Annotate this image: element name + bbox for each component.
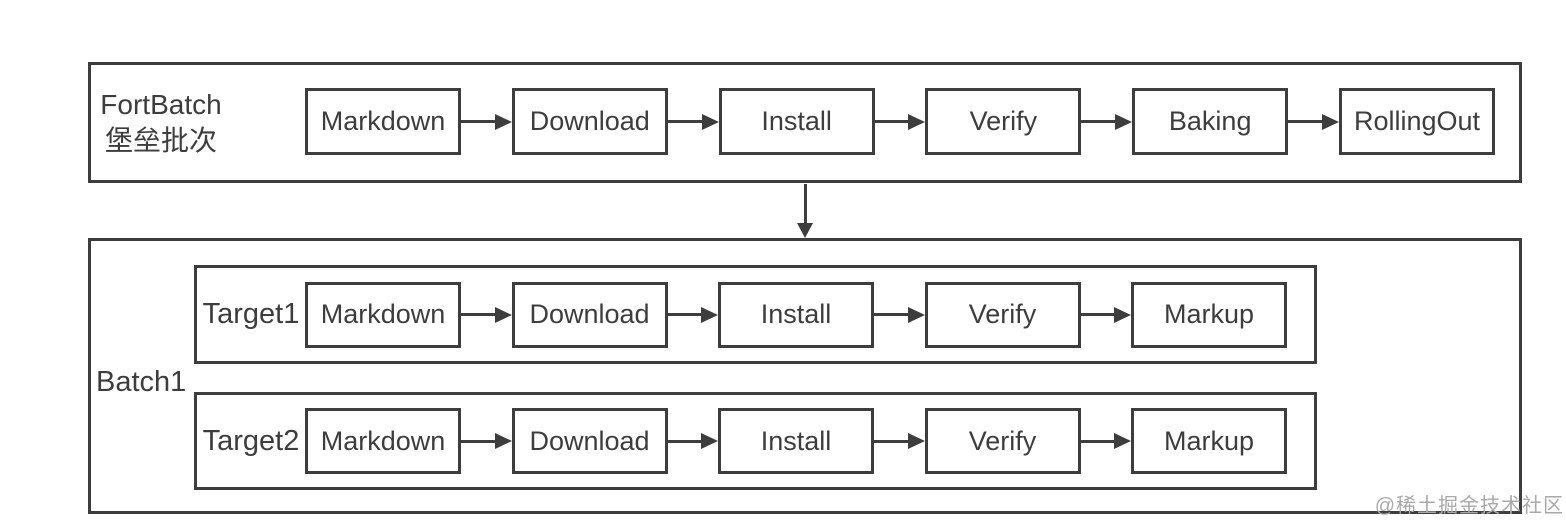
target2-pipeline: Markdown Download Install Verify Markup <box>305 408 1287 474</box>
fortbatch-label-zh: 堡垒批次 <box>104 125 217 156</box>
arrow-head <box>1114 433 1131 449</box>
target1-label: Target1 <box>202 298 300 330</box>
step-box-verify: Verify <box>925 88 1082 155</box>
target2-box: Target2 Markdown Download Install Verify… <box>194 392 1317 490</box>
arrow-right-icon <box>1080 408 1131 474</box>
fortbatch-pipeline: Markdown Download Install Verify Baking … <box>305 88 1495 155</box>
step-box-markup: Markup <box>1131 408 1287 474</box>
arrow-right-icon <box>1288 88 1339 155</box>
arrow-right-icon <box>874 282 925 348</box>
arrow-head <box>701 306 718 323</box>
arrow-right-icon <box>667 282 718 348</box>
arrow-line <box>667 439 705 443</box>
arrow-head <box>1115 113 1133 130</box>
step-box-markdown: Markdown <box>305 281 461 348</box>
arrow-line <box>461 120 499 123</box>
arrow-right-icon <box>461 408 512 474</box>
step-box-markdown: Markdown <box>305 408 461 474</box>
arrow-line <box>874 313 912 316</box>
arrow-line <box>461 439 499 443</box>
arrow-head <box>907 433 925 449</box>
step-box-verify: Verify <box>924 281 1081 348</box>
arrow-head <box>701 433 718 449</box>
arrow-right-icon <box>1080 282 1131 348</box>
step-box-verify: Verify <box>924 408 1081 474</box>
target2-label: Target2 <box>202 424 300 457</box>
target1-box: Target1 Markdown Download Install Verify… <box>194 265 1317 364</box>
arrow-head <box>1321 113 1339 130</box>
step-box-download: Download <box>511 408 668 474</box>
step-box-download: Download <box>511 281 668 348</box>
fortbatch-label: FortBatch 堡垒批次 <box>90 87 232 159</box>
arrow-line <box>874 120 913 123</box>
arrow-right-icon <box>1081 88 1133 155</box>
arrow-head <box>797 223 813 238</box>
fortbatch-label-en: FortBatch <box>100 89 222 120</box>
step-box-markdown: Markdown <box>305 88 461 155</box>
step-box-markup: Markup <box>1131 281 1287 348</box>
step-box-install: Install <box>718 408 874 474</box>
arrow-line <box>667 313 705 316</box>
arrow-line <box>461 313 499 316</box>
arrow-head <box>701 113 719 130</box>
arrow-head <box>494 306 512 323</box>
arrow-right-icon <box>461 282 512 348</box>
arrow-line <box>803 184 807 226</box>
arrow-line <box>1081 120 1120 123</box>
watermark: @稀土掘金技术社区 <box>1374 495 1564 517</box>
batch1-label: Batch1 <box>96 366 187 398</box>
arrow-line <box>874 439 912 443</box>
step-box-install: Install <box>718 281 874 348</box>
arrow-down-icon <box>796 184 814 238</box>
batch1-group-box <box>88 238 1522 514</box>
arrow-head <box>494 113 512 130</box>
arrow-head <box>907 306 925 323</box>
arrow-line <box>667 120 706 123</box>
arrow-line <box>1288 120 1326 123</box>
arrow-right-icon <box>667 408 718 474</box>
arrow-right-icon <box>874 408 925 474</box>
arrow-line <box>1080 313 1118 316</box>
arrow-head <box>908 113 926 130</box>
arrow-head <box>494 433 512 449</box>
arrow-right-icon <box>874 88 926 155</box>
step-box-rollingout: RollingOut <box>1338 88 1495 155</box>
arrow-right-icon <box>461 88 512 155</box>
step-box-install: Install <box>718 88 875 155</box>
arrow-right-icon <box>667 88 719 155</box>
step-box-baking: Baking <box>1132 88 1289 155</box>
step-box-download: Download <box>511 88 668 155</box>
arrow-head <box>1114 306 1131 323</box>
arrow-line <box>1080 439 1118 443</box>
fortbatch-group-box <box>88 62 1522 183</box>
target1-pipeline: Markdown Download Install Verify Markup <box>305 281 1287 348</box>
